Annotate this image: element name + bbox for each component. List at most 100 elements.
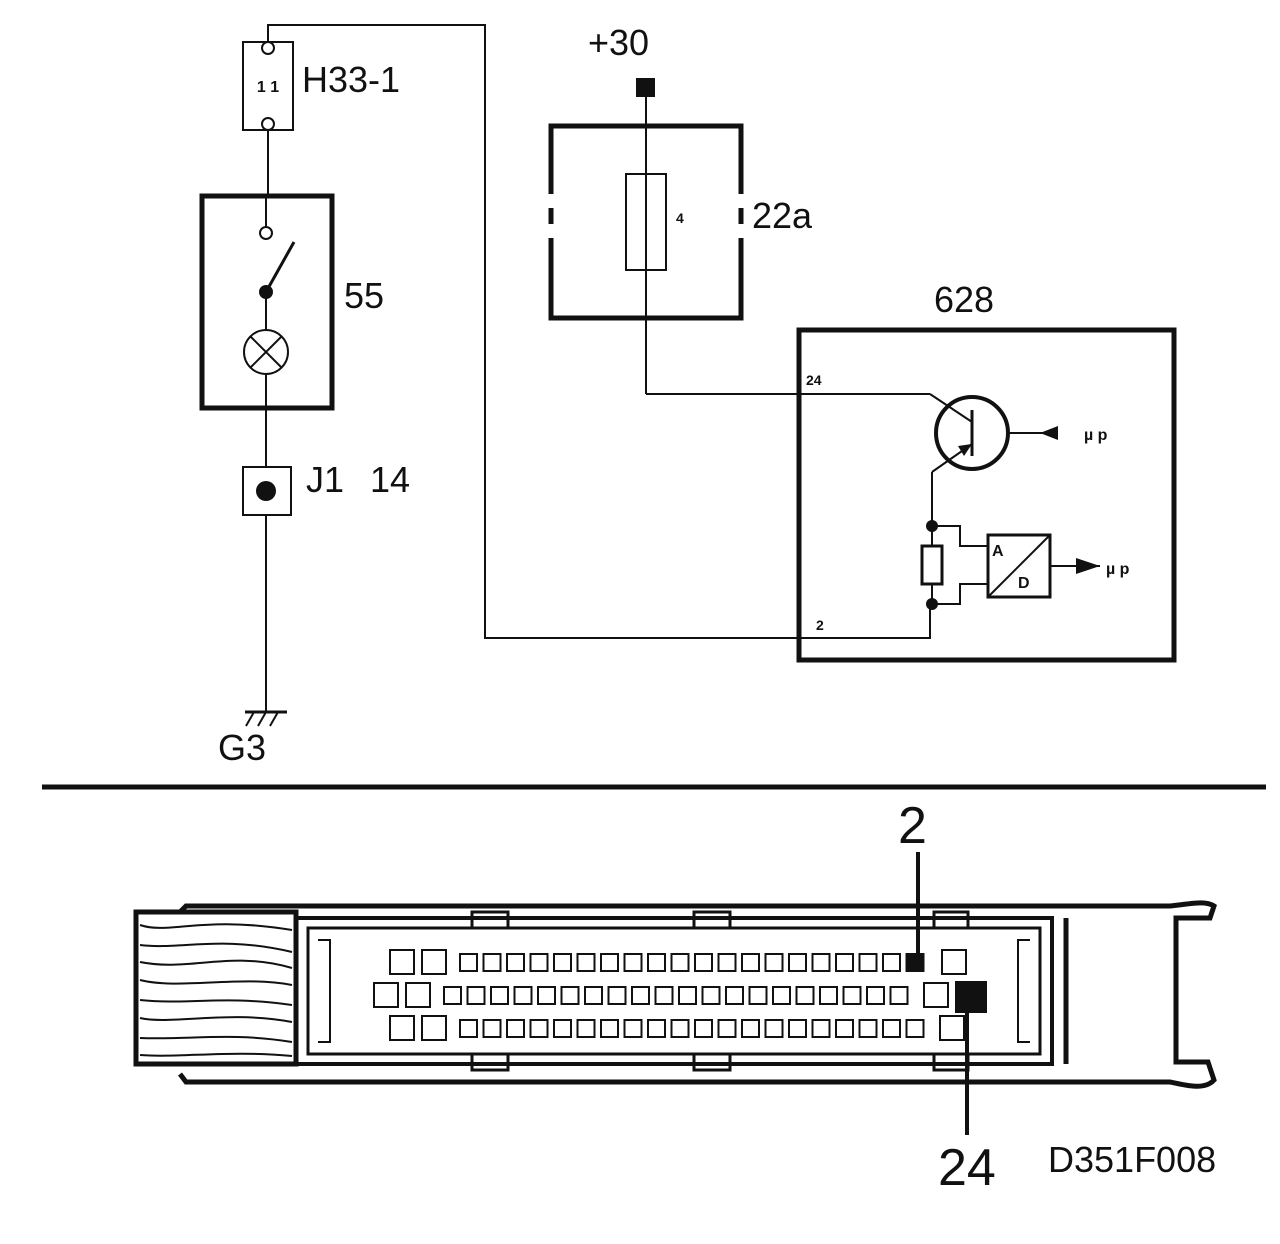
lamp-icon — [243, 329, 289, 375]
pin-2-label: 2 — [816, 617, 824, 633]
supply-label: +30 — [588, 22, 649, 63]
pin-cavity — [389, 949, 415, 975]
pin-cavity — [741, 1019, 760, 1038]
pin-cavity — [694, 953, 713, 972]
pin-cavity — [459, 953, 478, 972]
pin-cavity — [389, 1015, 415, 1041]
pin-cavity — [748, 986, 768, 1005]
pin-cavity — [866, 986, 885, 1005]
pin-cavity — [941, 949, 967, 975]
pin-cavity — [506, 953, 525, 972]
pin-cavity — [647, 1019, 666, 1038]
pin-cavity — [795, 986, 815, 1005]
pin-cavity — [764, 1019, 784, 1038]
pin-cavity — [459, 1019, 478, 1038]
pin-cavity — [560, 986, 580, 1005]
pin-cavity — [405, 982, 431, 1008]
pin-cavity — [842, 986, 862, 1005]
ad-a-label: A — [992, 543, 1004, 560]
pin-cavity — [725, 986, 744, 1005]
transistor-signal-label: µ p — [1084, 427, 1108, 444]
supply-terminal — [636, 78, 655, 97]
pin-24-label: 24 — [806, 372, 822, 388]
junction-number: 14 — [370, 459, 410, 500]
ground-label: G3 — [218, 727, 266, 768]
fuse-box — [546, 123, 746, 321]
pin-cavity — [670, 953, 690, 972]
switch-contact — [259, 226, 273, 240]
pin-cavity — [811, 953, 831, 972]
pin-cavity — [576, 1019, 596, 1038]
switch-lamp-label: 55 — [344, 275, 384, 316]
pin-cavity — [717, 953, 737, 972]
wire-bundle — [133, 909, 299, 1067]
pin-cavity — [835, 1019, 854, 1038]
pin-cavity — [694, 1019, 713, 1038]
pin-24-cavity — [955, 981, 987, 1013]
pin-cavity — [600, 953, 619, 972]
figure-code: D351F008 — [1048, 1139, 1216, 1180]
switch-lamp-component — [199, 193, 335, 411]
pin-cavity — [553, 1019, 572, 1038]
pin-cavity — [811, 1019, 831, 1038]
callout-bottom-label: 24 — [938, 1139, 996, 1197]
pin-cavity — [923, 982, 949, 1008]
pin-cavity — [506, 1019, 525, 1038]
connector-h33: 1 1 — [242, 41, 294, 131]
pin-cavity — [373, 982, 399, 1008]
ad-output-arrow — [1076, 558, 1100, 574]
control-unit-label: 628 — [934, 279, 994, 320]
pin-cavity — [858, 1019, 878, 1038]
fuse-icon — [625, 173, 667, 271]
pin-cavity — [584, 986, 603, 1005]
pin-cavity — [600, 1019, 619, 1038]
pin-cavity — [882, 953, 901, 972]
pin-cavity — [513, 986, 533, 1005]
wire-h33-to-pin2 — [267, 24, 931, 639]
pin-cavity — [701, 986, 721, 1005]
pin-cavity — [631, 986, 650, 1005]
pin-cavity — [490, 986, 509, 1005]
ecu-connector — [133, 900, 1217, 1089]
pin-cavity — [623, 953, 643, 972]
pin-cavity — [443, 986, 462, 1005]
pin-cavity — [889, 986, 909, 1005]
pin-cavity — [482, 953, 502, 972]
pin-cavity — [819, 986, 838, 1005]
connector-pin-grid — [373, 949, 987, 1041]
pin-cavity — [741, 953, 760, 972]
pin-cavity — [654, 986, 674, 1005]
pin-cavity — [939, 1015, 965, 1041]
junction-label: J1 — [306, 459, 344, 500]
transistor-icon — [929, 393, 1058, 473]
pin-cavity — [482, 1019, 502, 1038]
pin-cavity — [772, 986, 791, 1005]
pin-cavity — [788, 1019, 807, 1038]
fuse-number: 4 — [676, 210, 684, 226]
pin-cavity — [788, 953, 807, 972]
pin-cavity — [858, 953, 878, 972]
pin-cavity — [466, 986, 486, 1005]
pin-cavity — [905, 1019, 925, 1038]
pin-2-cavity — [905, 953, 925, 972]
pin-cavity — [576, 953, 596, 972]
junction-j1 — [242, 466, 292, 516]
pin-cavity — [835, 953, 854, 972]
pin-cavity — [764, 953, 784, 972]
ground-icon — [245, 710, 287, 727]
ad-signal-label: µ p — [1106, 561, 1130, 578]
pin-cavity — [607, 986, 627, 1005]
connector-h33-pins: 1 1 — [257, 79, 279, 96]
pin-cavity — [553, 953, 572, 972]
control-unit — [796, 327, 1177, 663]
pin-cavity — [529, 953, 549, 972]
shunt-resistor — [920, 544, 944, 586]
ad-converter — [986, 533, 1052, 599]
switch-blade — [264, 241, 296, 293]
pin-cavity — [647, 953, 666, 972]
pin-cavity — [421, 1015, 447, 1041]
fuse-box-label: 22a — [752, 195, 813, 236]
ad-d-label: D — [1018, 575, 1030, 592]
callout-top-label: 2 — [898, 797, 927, 855]
